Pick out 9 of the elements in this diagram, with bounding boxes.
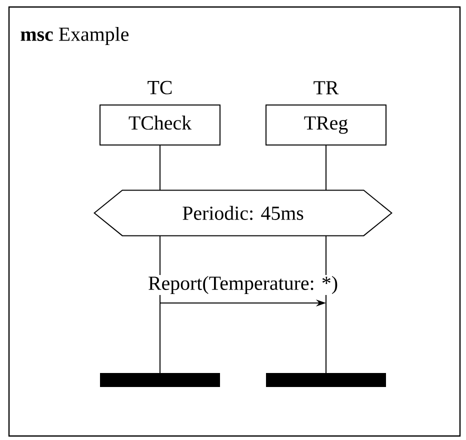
instance-name: TC — [148, 80, 172, 94]
instance-box: TCheck — [100, 104, 220, 146]
condition-hexagon: Periodic: 45ms — [94, 190, 392, 236]
instance-end-bar — [100, 373, 220, 387]
message-label: Report(Temperature: *) — [147, 274, 340, 296]
instance-box: TReg — [266, 104, 386, 146]
instance-end-bar — [266, 373, 386, 387]
instance-name: TR — [314, 81, 339, 94]
diagram-title: msc Example — [20, 26, 129, 46]
